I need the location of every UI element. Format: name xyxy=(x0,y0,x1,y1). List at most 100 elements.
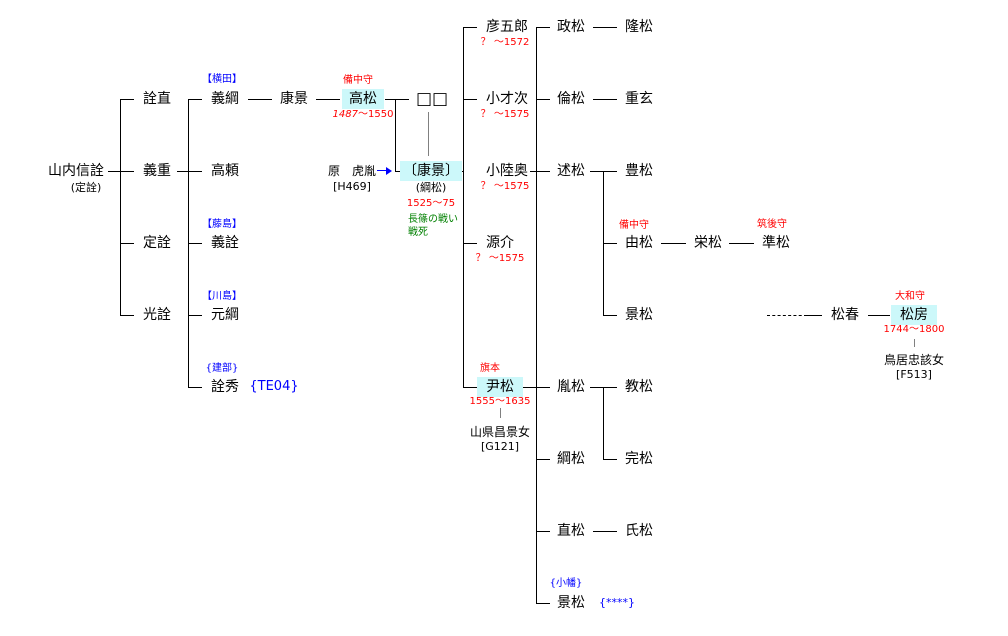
connector xyxy=(463,99,477,100)
connector xyxy=(385,99,409,100)
connector xyxy=(593,27,617,28)
connector xyxy=(603,315,617,316)
reference-code: {TE04} xyxy=(249,379,299,394)
office-title: 旗本 xyxy=(480,363,500,374)
clan-label: 【藤島】 xyxy=(202,219,242,230)
person: 義重 xyxy=(143,163,171,179)
connector xyxy=(593,99,617,100)
connector xyxy=(530,171,550,172)
connector xyxy=(536,603,550,604)
person: 教松 xyxy=(625,379,653,395)
connector xyxy=(522,387,536,388)
connector xyxy=(868,315,890,316)
connector xyxy=(108,171,120,172)
person: 定詮 xyxy=(143,235,171,251)
life-years: 1555〜1635 xyxy=(469,396,531,407)
person: 準松 xyxy=(762,235,790,251)
person: 義綱 xyxy=(211,91,239,107)
connector xyxy=(177,171,188,172)
marriage-line xyxy=(428,112,429,156)
connector xyxy=(536,459,550,460)
clan-label: 【横田】 xyxy=(202,74,242,85)
life-years: 1487〜1550 xyxy=(333,109,394,121)
marriage-line xyxy=(500,408,501,418)
clan-label: {小幡} xyxy=(549,578,583,589)
reference-code: [F513] xyxy=(896,368,932,381)
unknown-person: □□ xyxy=(415,89,449,109)
person: 直松 xyxy=(557,523,585,539)
person: 光詮 xyxy=(143,307,171,323)
person: 由松 xyxy=(625,235,653,251)
person-alias: (定詮) xyxy=(70,181,102,194)
connector xyxy=(463,27,464,388)
office-title: 大和守 xyxy=(895,291,925,302)
note: 戦死 xyxy=(408,227,428,238)
person: 小陸奥 xyxy=(486,163,528,179)
connector xyxy=(729,243,754,244)
person: 松春 xyxy=(831,307,859,323)
connector xyxy=(603,387,604,460)
connector xyxy=(603,243,617,244)
person: 景松 xyxy=(625,307,653,323)
connector xyxy=(188,387,202,388)
office-title: 備中守 xyxy=(619,220,649,231)
connector xyxy=(536,99,550,100)
connector xyxy=(120,99,134,100)
person: 義詮 xyxy=(211,235,239,251)
person: 康景 xyxy=(280,91,308,107)
dotted-connector xyxy=(767,315,807,316)
person: 小才次 xyxy=(486,91,528,107)
life-years: 1525〜75 xyxy=(406,198,456,209)
person-highlighted: 高松 xyxy=(342,89,384,109)
connector xyxy=(536,27,537,604)
life-years: ？ 〜1575 xyxy=(480,181,530,192)
connector xyxy=(188,315,202,316)
connector xyxy=(120,243,134,244)
clan-label: 【川島】 xyxy=(202,291,242,302)
person: 倫松 xyxy=(557,91,585,107)
spouse: 山県昌景女 xyxy=(469,425,531,439)
marriage-line xyxy=(914,339,915,347)
connector xyxy=(536,27,550,28)
arrow-head-icon xyxy=(386,167,392,175)
person: 栄松 xyxy=(694,235,722,251)
connector xyxy=(188,99,202,100)
connector xyxy=(395,99,396,171)
connector xyxy=(120,315,134,316)
connector xyxy=(188,243,202,244)
life-years: ？ 〜1572 xyxy=(480,37,530,48)
person: 詮直 xyxy=(143,91,171,107)
life-years: ？ 〜1575 xyxy=(480,109,530,120)
person: 胤松 xyxy=(557,379,585,395)
person-alias: (綱松) xyxy=(415,181,447,194)
connector xyxy=(463,387,477,388)
connector xyxy=(603,459,617,460)
person: 述松 xyxy=(557,163,585,179)
connector xyxy=(536,531,550,532)
person-highlighted: 尹松 xyxy=(477,377,523,397)
connector xyxy=(593,531,617,532)
person-highlighted: 松房 xyxy=(891,305,937,325)
person: 綱松 xyxy=(557,451,585,467)
person: 景松 xyxy=(557,595,585,611)
office-title: 備中守 xyxy=(343,75,373,86)
life-years: 1744〜1800 xyxy=(883,324,945,335)
person: 重玄 xyxy=(625,91,653,107)
connector xyxy=(463,27,477,28)
connector xyxy=(661,243,686,244)
connector xyxy=(316,99,340,100)
person: 源介 xyxy=(486,235,514,251)
person: 政松 xyxy=(557,19,585,35)
connector xyxy=(463,243,477,244)
note: 長篠の戦い xyxy=(408,214,458,225)
reference-code: [G121] xyxy=(480,440,520,453)
clan-label: {建部} xyxy=(205,363,239,374)
person: 隆松 xyxy=(625,19,653,35)
connector xyxy=(536,387,550,388)
birth-year: 1487 xyxy=(332,109,358,120)
spouse: 鳥居忠該女 xyxy=(883,353,945,367)
person: 氏松 xyxy=(625,523,653,539)
person-root: 山内信詮 xyxy=(48,163,104,179)
person: 彦五郎 xyxy=(486,19,528,35)
